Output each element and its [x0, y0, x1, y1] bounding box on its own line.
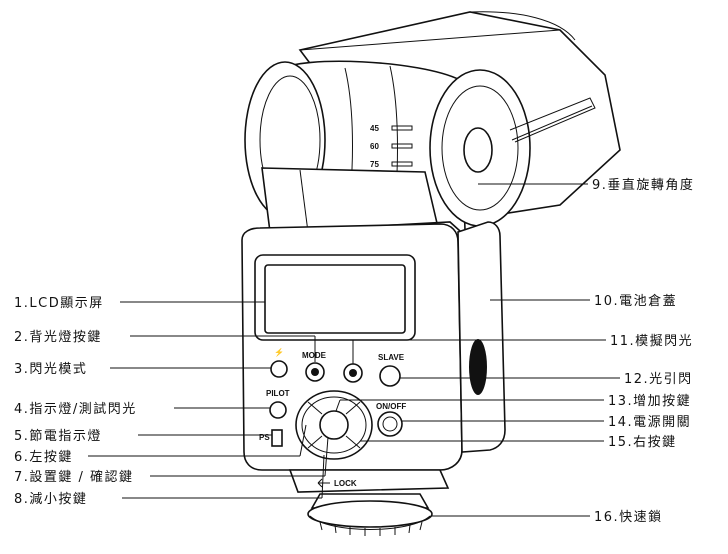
slave-sensor-window	[469, 339, 487, 395]
angle-label-45: 45	[370, 124, 379, 133]
callout-vertical-angle: 9.垂直旋轉角度	[592, 177, 694, 193]
callout-flash-mode: 3.閃光模式	[14, 362, 87, 377]
ps-indicator	[271, 429, 283, 447]
callout-quick-lock: 16.快速鎖	[594, 509, 663, 525]
mode-button-label: MODE	[302, 351, 327, 360]
flash-body: ⚡ MODE SLAVE PILOT PS ON/OFF	[241, 221, 506, 471]
pilot-button[interactable]	[269, 401, 287, 419]
angle-scale: 45 60 75	[370, 124, 413, 169]
quick-lock-ring[interactable]	[307, 500, 433, 528]
slave-button[interactable]	[379, 365, 401, 387]
callout-increase: 13.增加按鍵	[608, 393, 691, 409]
ps-label: PS	[259, 433, 270, 442]
callouts: 1.LCD顯示屏 2.背光燈按鍵 3.閃光模式 4.指示燈/測試閃光 5.節電指…	[14, 177, 694, 525]
callout-modeling: 11.模擬閃光	[610, 333, 693, 349]
set-button[interactable]	[319, 410, 349, 440]
callout-battery-door: 10.電池倉蓋	[594, 294, 677, 309]
callout-backlight: 2.背光燈按鍵	[14, 329, 102, 345]
callout-right: 15.右按鍵	[608, 434, 677, 450]
pilot-button-label: PILOT	[266, 389, 290, 398]
angle-label-75: 75	[370, 160, 379, 169]
leader-lines	[88, 183, 620, 517]
power-switch[interactable]	[377, 411, 403, 437]
flash-foot: LOCK	[288, 469, 450, 536]
power-switch-label: ON/OFF	[376, 402, 406, 411]
callout-power-save: 5.節電指示燈	[14, 429, 102, 444]
lock-label: LOCK	[334, 479, 357, 488]
callout-lcd: 1.LCD顯示屏	[14, 296, 104, 311]
angle-label-60: 60	[370, 142, 379, 151]
callout-decrease: 8.減小按鍵	[14, 491, 87, 507]
callout-power: 14.電源開關	[608, 415, 691, 430]
callout-left: 6.左按鍵	[14, 449, 73, 465]
callout-set: 7.設置鍵 / 確認鍵	[14, 469, 134, 485]
callout-pilot: 4.指示燈/測試閃光	[14, 401, 137, 417]
callout-slave: 12.光引閃	[624, 372, 693, 387]
flash-mode-button[interactable]	[270, 360, 288, 378]
slave-button-label: SLAVE	[378, 353, 405, 362]
battery-door	[457, 221, 506, 453]
lcd-screen	[264, 264, 406, 334]
flash-mode-icon: ⚡	[274, 347, 284, 357]
